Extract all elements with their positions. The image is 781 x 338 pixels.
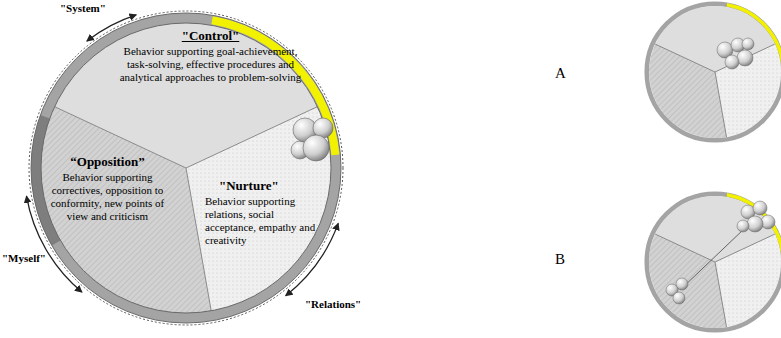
sector-description: Behavior supporting relations, social ac… <box>205 195 317 247</box>
panel-letter: B <box>555 250 565 268</box>
sector-description: Behavior supporting goal-achievement, ta… <box>118 45 303 84</box>
rim-arrow <box>87 15 136 41</box>
panel-letter: A <box>555 64 566 82</box>
rim-label: "Relations" <box>305 298 361 311</box>
sector-region: “Opposition” Behavior supporting correcti… <box>45 154 170 223</box>
sector-heading: “Opposition” <box>45 154 170 169</box>
small-wheel <box>647 194 781 331</box>
rim-label: "Myself" <box>2 252 46 265</box>
small-wheel <box>647 4 781 141</box>
sector-heading: "Control" <box>118 28 303 43</box>
sector-description: Behavior supporting correctives, opposit… <box>45 171 170 223</box>
main-wheel <box>29 11 343 325</box>
sector-region: "Nurture" Behavior supporting relations, … <box>205 178 317 247</box>
sector-region: "Control" Behavior supporting goal-achiev… <box>118 28 303 84</box>
sector-heading: "Nurture" <box>205 178 317 193</box>
rim-label: "System" <box>60 2 106 15</box>
rim-arrow <box>286 223 339 295</box>
